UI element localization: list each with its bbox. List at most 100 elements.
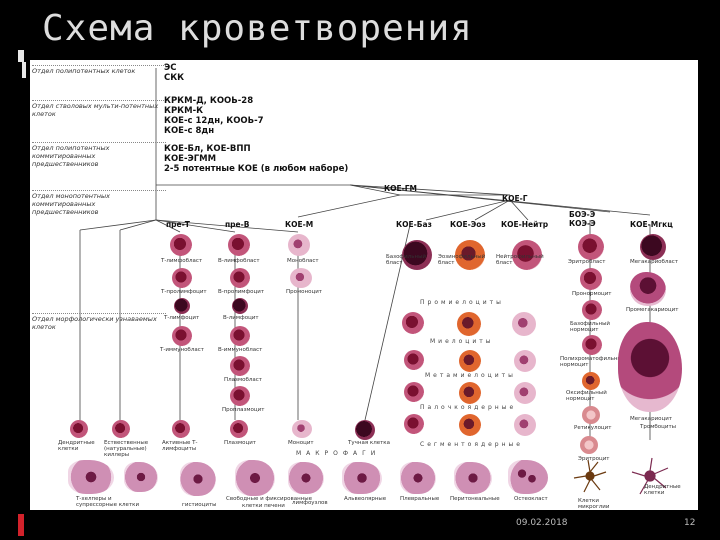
dept-monopotent: Отдел монопотентных коммитированных пред… (32, 190, 166, 216)
cap-nk: Ествественные (натуральные) киллеры (104, 440, 149, 458)
cap-plasmablast: Плазмобласт (224, 377, 262, 383)
cap-b-lymph: В-лимфоцит (223, 315, 259, 321)
cap-peritoneal: Перитонеальные (450, 496, 500, 502)
cap-megakaryocyte: Мегакариоцит (630, 416, 673, 422)
dept-committed: Отдел полипотентных коммитированных пред… (32, 142, 166, 168)
cap-b-immunoblast: В-иммунобласт (218, 347, 263, 353)
cell-dendritic (70, 420, 88, 438)
label-krkm-k: КРКМ-К (164, 106, 204, 116)
cell-eo-metamyelocyte (459, 382, 481, 404)
slide-title: Схема кроветворения (42, 8, 473, 49)
cap-oxy-normocyte: Оксифильный нормоцит (566, 390, 607, 402)
cap-erythroblast: Эритробласт (568, 259, 606, 265)
label-koe-egmm: КОЕ-ЭГММ (164, 154, 217, 164)
footer-page-number: 12 (684, 518, 696, 528)
cell-baso-band (404, 414, 424, 434)
label-koe-eoz: КОЕ-Эоз (450, 220, 486, 229)
label-koe-s12: КОЕ-с 12дн, КООЬ-7 (164, 116, 264, 126)
cap-lymph-nodes: лимфоузлов (292, 500, 328, 506)
label-koe-bl: КОЕ-Бл, КОЕ-ВПП (164, 144, 251, 154)
cell-eo-blast (455, 240, 485, 270)
label-krkm-d: КРКМ-Д, КООЬ-28 (164, 96, 254, 106)
cell-baso-metamyelocyte (404, 382, 424, 402)
dept-stem-multipotent: Отдел стволовых мульти-потентных клеток (32, 100, 166, 118)
cap-dendritic2: Дендритные клетки (644, 484, 681, 496)
cell-erythrocyte (580, 436, 598, 454)
cap-monocyte: Моноцит (288, 440, 314, 446)
hematopoiesis-diagram: Отдел полипотентных клеток Отдел стволов… (30, 60, 698, 510)
cell-active-t (172, 420, 190, 438)
cap-tissue: Тучная клетка (348, 440, 391, 446)
cap-dendritic: Дендритные клетки (58, 440, 95, 452)
cap-pleural: Плевральные (400, 496, 440, 502)
cell-b-lymphoblast (228, 234, 250, 256)
cell-erythroblast (578, 234, 604, 260)
label-potent-koe: 2-5 потентные КОЕ (в любом наборе) (164, 164, 349, 174)
cell-baso-blast (402, 240, 432, 270)
cap-poly-normocyte: Полихроматофильный нормоцит (560, 356, 626, 368)
cap-free-fixed: Свободные и фиксированные (226, 496, 312, 502)
cell-neut-band (514, 414, 536, 436)
cell-reticulocyte (582, 406, 600, 424)
cell-eo-band (459, 414, 481, 436)
macrophage-2 (124, 462, 158, 492)
macrophage-lymph (288, 462, 324, 494)
cell-poly-normocyte (582, 335, 602, 355)
cap-baso-normocyte: Базофильный нормоцит (570, 321, 610, 333)
cap-neut-blast: Нейтрофильный бласт (496, 254, 544, 266)
cap-t-lymph: Т-лимфоцит (164, 315, 200, 321)
cap-t-immunoblast: Т-иммунобласт (160, 347, 204, 353)
cell-plasmablast (230, 356, 250, 376)
cap-erythrocyte: Эритроцит (578, 456, 610, 462)
cap-promonocyte: Промоноцит (286, 289, 322, 295)
cell-promonocyte (290, 268, 312, 288)
cell-t-lymph (174, 298, 190, 314)
label-koe-s8: КОЕ-с 8дн (164, 126, 215, 136)
osteoclast (508, 460, 548, 494)
cap-microglia: Клетки микроглии (578, 498, 610, 510)
cap-monoblast: Монобласт (287, 258, 319, 264)
cap-megakaryoblast: Мегакариобласт (630, 259, 679, 265)
macrophage-alveolar (342, 462, 382, 494)
dept-morphological: Отдел морфологически узнаваемых клеток (32, 313, 166, 331)
cap-t-prolymph: Т-пролимфоцит (161, 289, 207, 295)
macrophage-t-helper (68, 460, 114, 494)
band-band-cells: Палочкоядерные (420, 404, 517, 411)
label-pre-b: пре-В (225, 220, 250, 229)
cell-t-immunoblast (172, 326, 192, 346)
label-koe-g: КОЕ-Г (502, 194, 528, 203)
label-es: ЭС (164, 63, 177, 73)
band-macrophages: МАКРОФАГИ (296, 450, 381, 457)
cell-baso-promyelocyte (402, 312, 424, 334)
label-koe-m: КОЕ-М (285, 220, 314, 229)
cell-megakaryoblast (640, 234, 666, 260)
cell-eo-myelocyte (459, 350, 481, 372)
cap-active-t: Активные Т-лимфоциты (162, 440, 198, 452)
macrophage-pleural (400, 462, 436, 494)
cell-t-prolymph (172, 268, 192, 288)
cell-eo-promyelocyte (457, 312, 481, 336)
cell-neut-metamyelocyte (514, 382, 536, 404)
band-metamyelocytes: Метамиелоциты (425, 372, 516, 379)
dendritic-cell-icon (631, 457, 669, 495)
band-myelocytes: Миелоциты (430, 338, 494, 345)
cell-nk (112, 420, 130, 438)
cell-megakaryocyte (618, 322, 682, 412)
cell-tissue (355, 420, 375, 440)
cap-eo-blast: Эозинофильный бласт (438, 254, 486, 266)
accent-bar-top (18, 50, 24, 62)
cap-proplasmocyte: Проплазмоцит (222, 407, 265, 413)
cap-osteoclast: Остеокласт (514, 496, 548, 502)
cap-b-lymphoblast: В-лимфобласт (218, 258, 260, 264)
cell-proplasmocyte (230, 386, 250, 406)
cap-reticulocyte: Ретикулоцит (574, 425, 612, 431)
band-segmented: Сегментоядерные (420, 441, 523, 448)
cap-plasmocyte: Плазмоцит (224, 440, 256, 446)
cap-pronormocyte: Пронормоцит (572, 291, 612, 297)
cell-neut-blast (512, 240, 542, 270)
accent-bar-mid (22, 62, 26, 78)
cap-promegakaryocyte: Промегакариоцит (626, 307, 679, 313)
cap-t-lymphoblast: Т-лимфобласт (161, 258, 203, 264)
cap-t-helper: Т-хелперы и супрессорные клетки (76, 496, 140, 508)
cell-promegakaryocyte (630, 272, 666, 306)
